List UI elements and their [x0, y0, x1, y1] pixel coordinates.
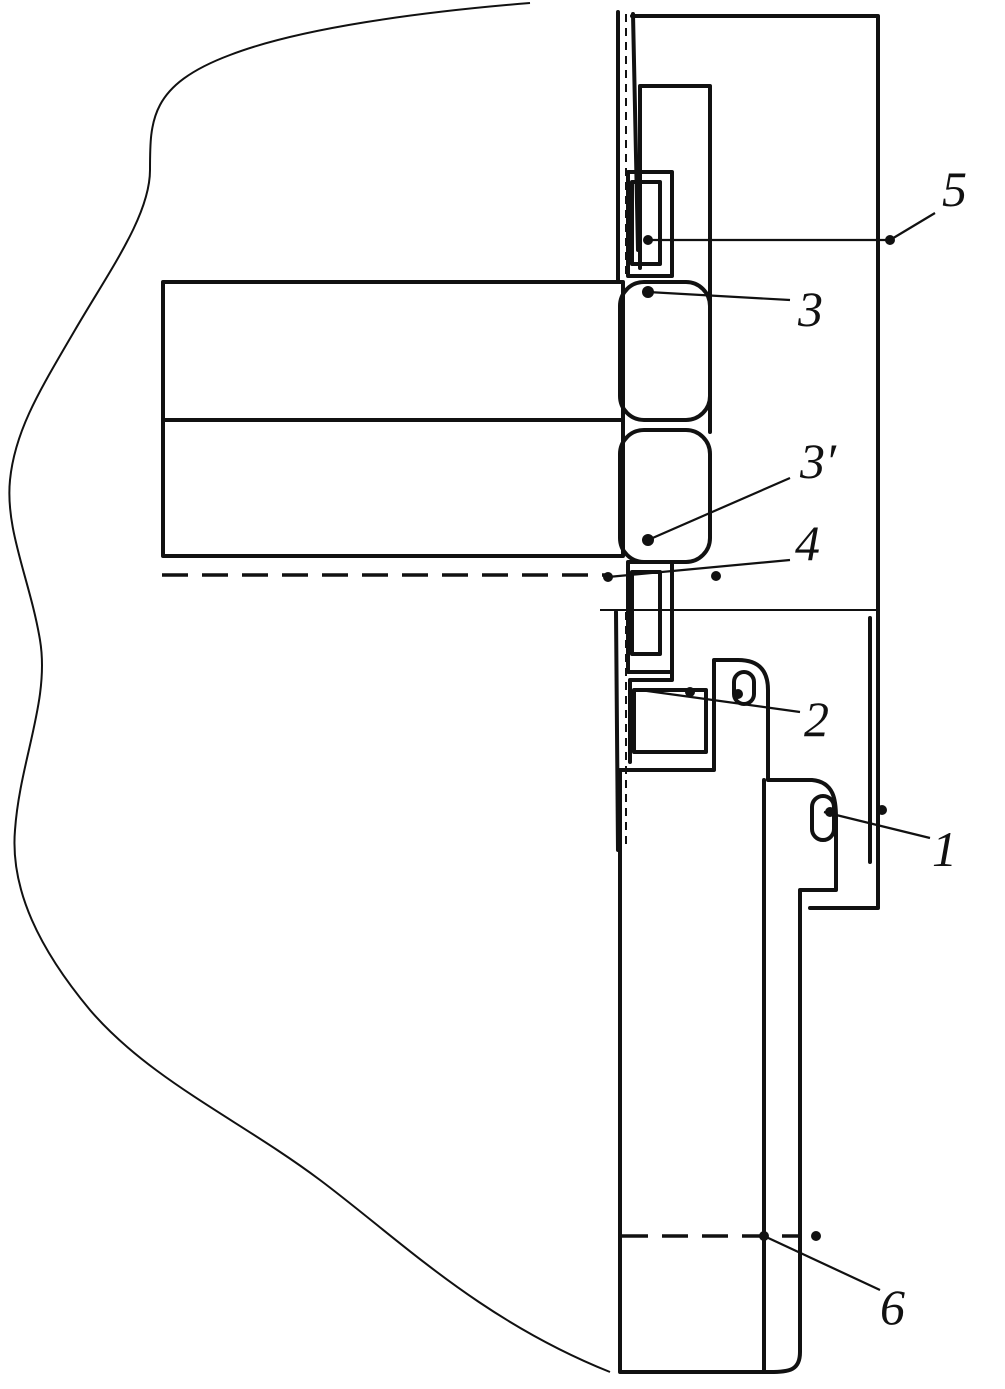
label-5: 5: [942, 161, 967, 217]
lower-pin-insert: [630, 570, 662, 656]
label-6: 6: [880, 1279, 905, 1335]
leader-6: [763, 1235, 881, 1291]
contact-upper: [618, 280, 712, 422]
upper-pin-recess: [626, 170, 674, 278]
leader-5b: [889, 212, 936, 241]
contact-lower: [618, 428, 712, 564]
leader-1: [823, 810, 931, 840]
dot-2b: [733, 689, 743, 699]
dot-5a: [643, 235, 653, 245]
leader-3: [647, 290, 791, 302]
lower-housing-box: [632, 688, 708, 754]
upper-block: [161, 280, 625, 422]
dot-5b: [885, 235, 895, 245]
pocket-1: [810, 794, 836, 842]
shell-line-lower: [614, 610, 620, 852]
label-2: 2: [804, 691, 829, 747]
leader-4: [607, 558, 791, 579]
label-3: 3: [797, 281, 823, 337]
lower-housing: [628, 610, 674, 764]
dot-4a: [603, 572, 613, 582]
outer-frame: [630, 14, 880, 910]
dot-2a: [685, 687, 695, 697]
dot-1b: [877, 805, 887, 815]
break-outline: [8, 2, 611, 1373]
dot-4b: [711, 571, 721, 581]
dot-3p: [642, 534, 654, 546]
upper-pin-insert: [630, 180, 662, 266]
label-3-prime: 3′: [799, 433, 837, 489]
leader-2: [639, 688, 801, 714]
dot-3: [642, 286, 654, 298]
label-4: 4: [795, 515, 820, 571]
upper-housing: [638, 84, 712, 434]
dot-1a: [825, 807, 835, 817]
dot-6a: [759, 1231, 769, 1241]
main-hatched-part: [618, 658, 838, 1374]
label-1: 1: [932, 821, 957, 877]
dot-6b: [811, 1231, 821, 1241]
shell-line-inner: [631, 12, 640, 252]
leader-3p: [647, 476, 791, 542]
pocket-2: [732, 670, 756, 706]
lower-block: [161, 418, 625, 558]
